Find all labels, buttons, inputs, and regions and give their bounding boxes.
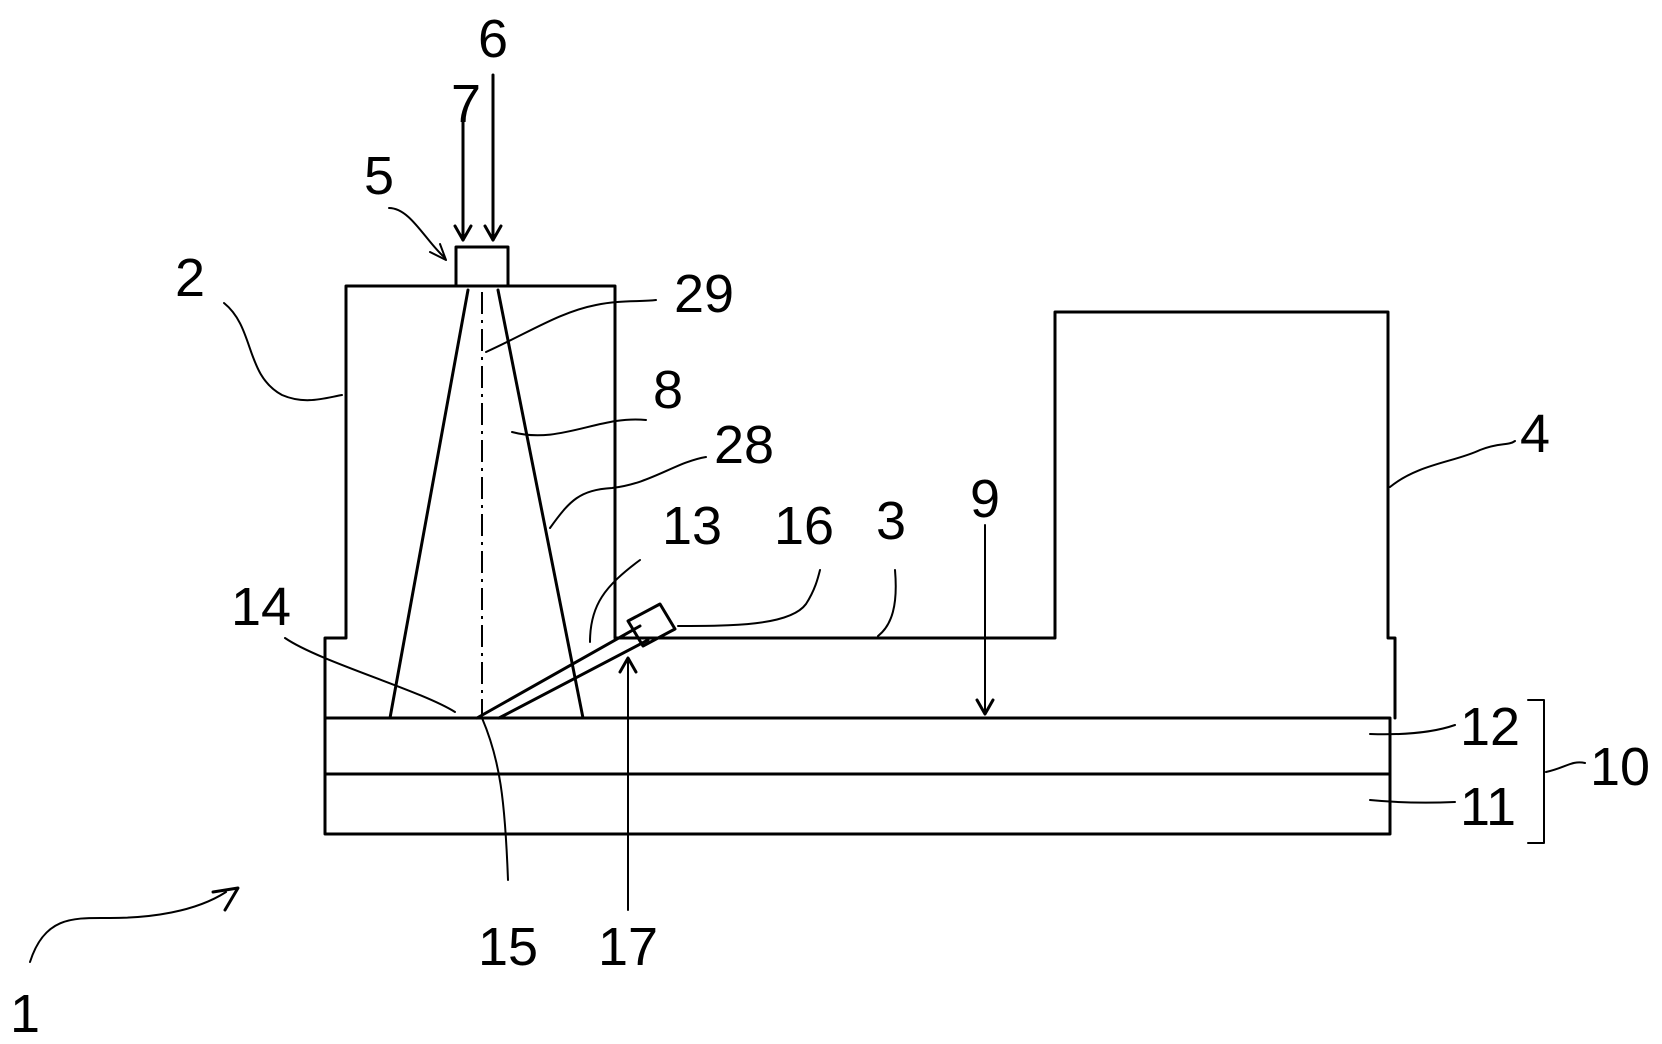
label-16: 16 — [774, 496, 834, 556]
leader-15 — [482, 718, 508, 880]
cone-left-edge — [390, 290, 468, 718]
leader-11 — [1370, 800, 1455, 803]
label-11: 11 — [1460, 777, 1516, 837]
leader-3 — [878, 570, 896, 636]
housing-outline — [325, 286, 1395, 718]
label-13: 13 — [662, 496, 722, 556]
label-8: 8 — [653, 360, 683, 420]
leader-8 — [512, 419, 646, 435]
source-element-5 — [456, 247, 508, 286]
label-7: 7 — [451, 74, 481, 134]
label-12: 12 — [1460, 697, 1520, 757]
leader-10 — [1546, 762, 1585, 772]
leader-2 — [224, 303, 342, 400]
label-9: 9 — [970, 469, 1000, 529]
bracket-10 — [1528, 700, 1544, 843]
leader-14 — [285, 638, 455, 712]
label-10: 10 — [1590, 737, 1650, 797]
label-2: 2 — [175, 248, 205, 308]
leader-29 — [486, 300, 656, 352]
leader-4 — [1390, 441, 1515, 487]
label-14: 14 — [231, 577, 291, 637]
arrow-1-head — [213, 888, 238, 910]
leader-5 — [389, 208, 444, 257]
label-5: 5 — [364, 146, 394, 206]
probe-13-upper — [477, 626, 640, 718]
substrate-layer-11 — [325, 774, 1390, 834]
leader-12 — [1370, 725, 1455, 734]
probe-13-lower — [499, 640, 648, 718]
leader-1 — [30, 892, 226, 962]
label-28: 28 — [714, 415, 774, 475]
label-17: 17 — [598, 917, 658, 977]
label-15: 15 — [478, 917, 538, 977]
label-29: 29 — [674, 264, 734, 324]
label-4: 4 — [1520, 404, 1550, 464]
label-1: 1 — [10, 984, 40, 1044]
leader-16 — [678, 570, 820, 626]
label-3: 3 — [876, 491, 906, 551]
probe-cap-16 — [628, 604, 675, 646]
label-6: 6 — [478, 9, 508, 69]
